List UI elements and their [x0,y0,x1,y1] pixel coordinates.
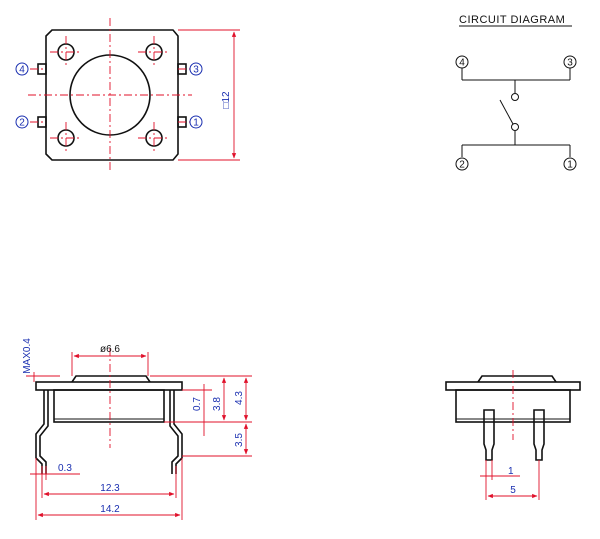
dim-max-label: MAX0.4 [22,338,33,374]
circuit-pin-1: 1 [567,160,573,171]
dim-3-8: 3.8 [212,397,223,411]
pin-label-circle-3 [189,62,203,76]
switch-contact-top [511,93,519,101]
dim-1: 1 [508,466,514,477]
side-right-pin [533,409,545,461]
dim-14-2: 14.2 [100,504,120,515]
circuit-pin-circle-2 [455,157,469,171]
circuit-diagram: CIRCUIT DIAGRAM 4 3 2 1 [455,14,577,171]
circuit-pin-circle-4 [455,55,469,69]
switch-contact-bottom [511,123,519,131]
circuit-pin-2: 2 [459,160,465,171]
circuit-pin-circle-1 [563,157,577,171]
pin-label-3: 3 [193,65,199,76]
front-body [53,389,165,423]
front-left-leg [35,390,45,474]
front-view: MAX0.4 ø6.6 0.7 3.8 4.3 3.5 0.3 [22,338,252,520]
circuit-pin-circle-3 [563,55,577,69]
top-view: 4 3 2 1 □12 [15,18,240,172]
pin-label-4: 4 [19,65,25,76]
front-actuator [71,375,151,383]
front-top-plate [35,381,183,391]
dim-5: 5 [510,485,516,496]
side-view: 1 5 [445,370,581,500]
dim-4-3: 4.3 [234,391,245,405]
front-right-leg-inner [169,390,179,474]
dim-0-3: 0.3 [58,463,72,474]
front-right-leg [173,390,183,474]
side-actuator [477,375,557,383]
dim-12-3: 12.3 [100,483,120,494]
dim-3-5: 3.5 [234,433,245,447]
pin-label-2: 2 [19,118,25,129]
dim-size-label: □12 [221,91,232,109]
pin-label-circle-2 [15,115,29,129]
side-left-pin [483,409,495,461]
circuit-title: CIRCUIT DIAGRAM [459,14,565,26]
pin-label-circle-1 [189,115,203,129]
pin-label-1: 1 [193,118,199,129]
dim-0-7: 0.7 [192,397,203,411]
pin-label-circle-4 [15,62,29,76]
circuit-pin-4: 4 [459,58,465,69]
top-view-body [45,29,179,161]
dim-dia-label: ø6.6 [100,344,120,355]
switch-blade [499,99,514,125]
circuit-pin-3: 3 [567,58,573,69]
front-left-leg-inner [39,390,49,474]
